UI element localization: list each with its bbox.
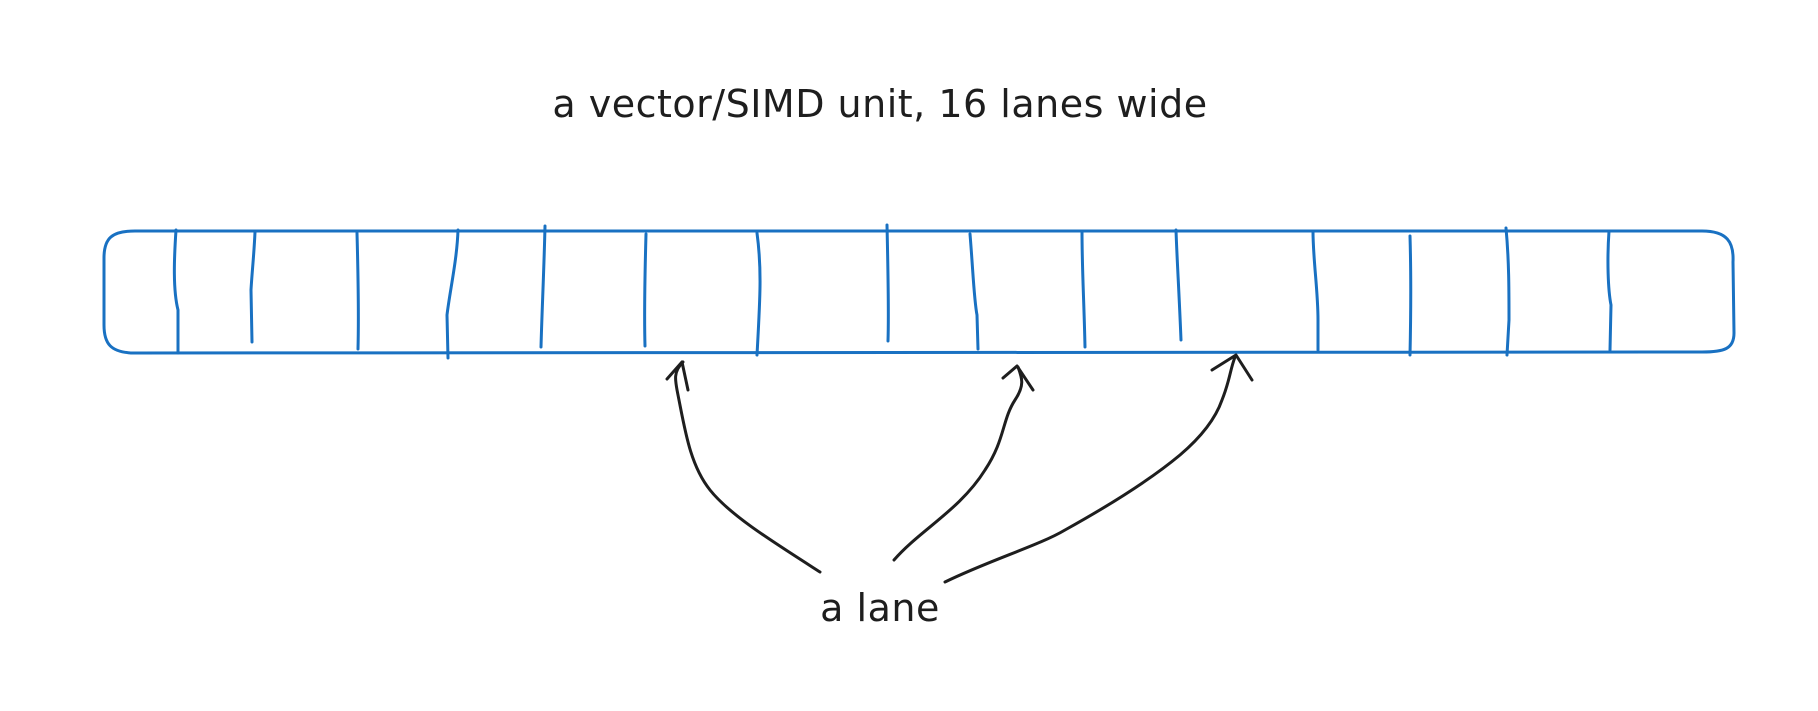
lane-divider	[172, 228, 180, 355]
lane-divider	[1408, 234, 1413, 357]
lane-divider	[249, 230, 257, 344]
lane-divider	[1606, 229, 1613, 352]
lane-divider	[1174, 228, 1183, 342]
arrow-to-lane-middle	[892, 365, 1024, 562]
arrow-head-right	[1210, 353, 1254, 382]
lane-label: a lane	[820, 586, 940, 630]
lane-divider	[1504, 226, 1511, 357]
lane-divider	[885, 223, 890, 343]
lane-divider	[1080, 229, 1087, 349]
lane-divider	[539, 224, 547, 349]
lane-divider	[968, 232, 980, 351]
lane-divider	[643, 232, 648, 348]
lane-divider	[755, 231, 762, 357]
diagram-title: a vector/SIMD unit, 16 lanes wide	[552, 82, 1208, 126]
lane-divider	[1311, 229, 1320, 352]
lane-arrows	[665, 353, 1254, 584]
simd-unit-box	[102, 227, 1736, 355]
lane-divider	[355, 231, 360, 351]
arrow-to-lane-right	[943, 355, 1237, 584]
arrow-head-left	[665, 360, 690, 392]
lane-divider	[445, 228, 460, 360]
arrow-to-lane-left	[674, 360, 822, 574]
arrow-head-middle	[1001, 364, 1035, 392]
lane-dividers	[172, 223, 1613, 360]
